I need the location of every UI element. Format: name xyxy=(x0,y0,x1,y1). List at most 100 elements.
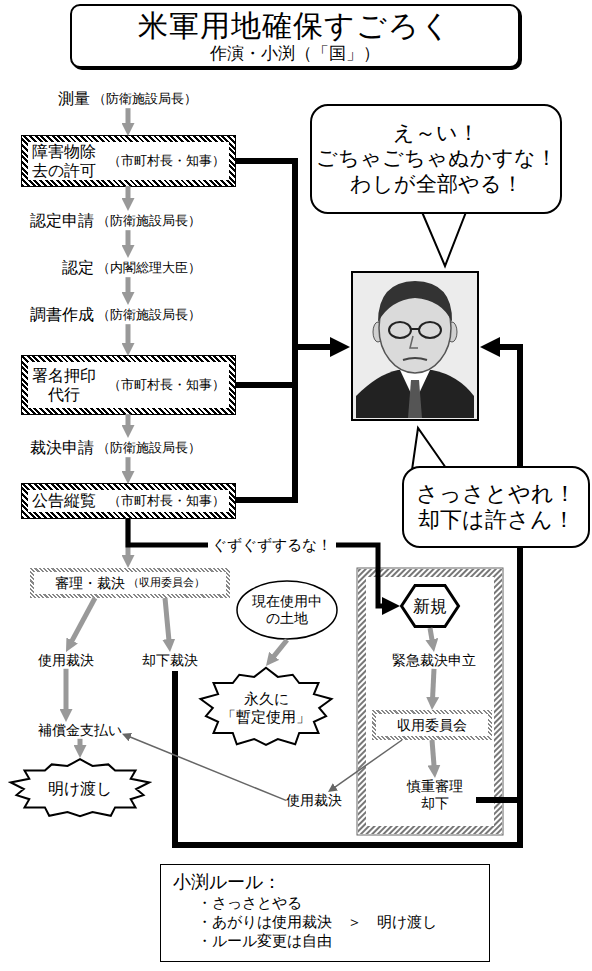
connector-arrow xyxy=(433,669,434,699)
ellipse-node: 現在使用中 の土地 xyxy=(236,580,338,640)
ellipse-outline xyxy=(237,581,337,639)
node-text: （防衛施設局長） xyxy=(93,91,197,107)
connector-arrow xyxy=(128,518,384,606)
node-text: ・あがりは使用裁決 ＞ 明け渡し xyxy=(197,913,437,931)
starburst-outline xyxy=(201,668,332,745)
node-content: 認定申請（防衛施設局長） xyxy=(30,211,201,230)
outcome-text: 使用裁決 xyxy=(286,792,342,809)
node-text: 緊急裁決申立 xyxy=(392,652,476,669)
speech-bubble: え～い！ ごちゃごちゃぬかすな！ わしが全部やる！ xyxy=(310,104,562,214)
node-content: 公告縦覧 （市町村長・知事） xyxy=(32,491,225,510)
portrait-nose xyxy=(410,336,418,348)
connector-arrow xyxy=(72,598,95,642)
outcome-text: 補償金支払い xyxy=(38,722,122,739)
thick-line xyxy=(235,382,295,388)
connector-arrow xyxy=(64,669,69,711)
thick-arrow xyxy=(295,344,332,350)
edge-label: ぐずぐずするな！ xyxy=(208,536,336,554)
region-frame xyxy=(362,573,498,830)
node-text: 障害物除 去の許可 xyxy=(32,142,96,180)
hatched-step-box: 公告縦覧 （市町村長・知事） xyxy=(22,484,235,518)
node-content: さっさとやれ！ 却下は許さん！ xyxy=(404,481,588,534)
connector-arrow xyxy=(126,277,131,293)
starburst-node: 永久に 「暫定使用」 xyxy=(196,666,336,750)
connector-arrow xyxy=(126,230,131,246)
node-text: （市町村長・知事） xyxy=(108,377,225,393)
portrait-tie xyxy=(408,380,422,418)
node-content: 審理・裁決（収用委員会） xyxy=(34,575,226,592)
node-text: 現在使用中 の土地 xyxy=(252,593,322,627)
node-content: 新規 xyxy=(400,596,460,616)
node-text: 署名押印 代行 xyxy=(32,366,96,404)
portrait-hair xyxy=(378,281,452,322)
node-content: 測量（防衛施設局長） xyxy=(58,89,197,108)
node-text: （内閣総理大臣） xyxy=(97,260,201,276)
portrait-suit xyxy=(356,370,474,418)
node-text: 慎重審理 却下 xyxy=(407,778,463,812)
committee-box: 収用委員会 xyxy=(372,710,492,740)
region-frame-outline xyxy=(357,568,503,835)
node-content: 裁決申請（防衛施設局長） xyxy=(30,438,201,457)
node-content: 現在使用中 の土地 xyxy=(236,593,338,627)
node-text: 公告縦覧 xyxy=(32,491,96,510)
node-text: え～い！ ごちゃごちゃぬかすな！ わしが全部やる！ xyxy=(316,121,557,197)
hexagon-start: 新規 xyxy=(400,584,460,628)
hexagon-outline xyxy=(402,586,459,627)
node-text: 裁決申請 xyxy=(30,438,94,457)
node-text: （市町村長・知事） xyxy=(108,493,225,509)
node-text: 新規 xyxy=(413,596,447,616)
node-content: 明け渡し xyxy=(6,779,154,798)
node-content: 却下裁決 xyxy=(142,652,198,669)
node-text: 認定申請 xyxy=(30,211,94,230)
node-text: 補償金支払い xyxy=(38,722,122,739)
node-content: 調書作成（防衛施設局長） xyxy=(30,305,201,324)
outcome-text: 使用裁決 xyxy=(38,652,94,669)
hatched-step-box: 障害物除 去の許可 （市町村長・知事） xyxy=(22,136,235,186)
step-text: 認定申請（防衛施設局長） xyxy=(30,211,201,230)
thick-line xyxy=(235,161,295,500)
title-box: 米軍用地確保すごろく作演・小渕（「国」） xyxy=(70,4,520,68)
node-text: 小渕ルール： xyxy=(173,871,281,893)
node-content: 障害物除 去の許可 （市町村長・知事） xyxy=(32,142,225,180)
connector-arrow xyxy=(126,108,131,124)
node-text: 永久に 「暫定使用」 xyxy=(221,690,311,726)
node-text: 使用裁決 xyxy=(38,652,94,669)
portrait-mouth xyxy=(403,358,427,360)
node-content: え～い！ ごちゃごちゃぬかすな！ わしが全部やる！ xyxy=(312,121,560,197)
outcome-text: 却下裁決 xyxy=(142,652,198,669)
connector-arrow xyxy=(335,740,402,787)
portrait-glasses xyxy=(411,328,419,330)
portrait-glasses xyxy=(389,322,411,338)
node-text: ・さっさとやる xyxy=(197,894,302,912)
connector-arrow xyxy=(126,457,131,472)
step-text: 測量（防衛施設局長） xyxy=(58,89,197,108)
connector-arrow xyxy=(126,324,131,344)
node-content: 収用委員会 xyxy=(376,717,488,734)
node-text: 審理・裁決 xyxy=(55,575,125,592)
portrait-glasses xyxy=(419,322,441,338)
node-content: 認定（内閣総理大臣） xyxy=(62,258,201,277)
bubble-tail xyxy=(412,428,446,470)
node-content: 補償金支払い xyxy=(38,722,122,739)
step-text: 認定（内閣総理大臣） xyxy=(62,258,201,277)
node-text: ・ルール変更は自由 xyxy=(197,932,332,950)
subtitle-label: 作演・小渕（「国」） xyxy=(210,43,380,63)
connector-arrow xyxy=(430,628,432,640)
node-text: （防衛施設局長） xyxy=(97,440,201,456)
node-text: （収用委員会） xyxy=(128,576,205,589)
portrait-frame xyxy=(352,272,478,420)
node-content: 小渕ルール：・さっさとやる・あがりは使用裁決 ＞ 明け渡し・ルール変更は自由 xyxy=(173,871,477,955)
connector-arrow xyxy=(273,640,287,657)
connector-arrow xyxy=(126,414,131,426)
connector-arrow xyxy=(126,186,131,199)
node-content: 永久に 「暫定使用」 xyxy=(196,690,336,726)
diagram-title: 米軍用地確保すごろく xyxy=(138,9,452,44)
speech-bubble: さっさとやれ！ 却下は許さん！ xyxy=(402,466,590,548)
node-content: 使用裁決 xyxy=(38,652,94,669)
outcome-text: 緊急裁決申立 xyxy=(374,652,494,669)
starburst-outline xyxy=(11,759,150,816)
node-text: （市町村長・知事） xyxy=(108,153,225,169)
node-content: 署名押印 代行 （市町村長・知事） xyxy=(32,366,225,404)
